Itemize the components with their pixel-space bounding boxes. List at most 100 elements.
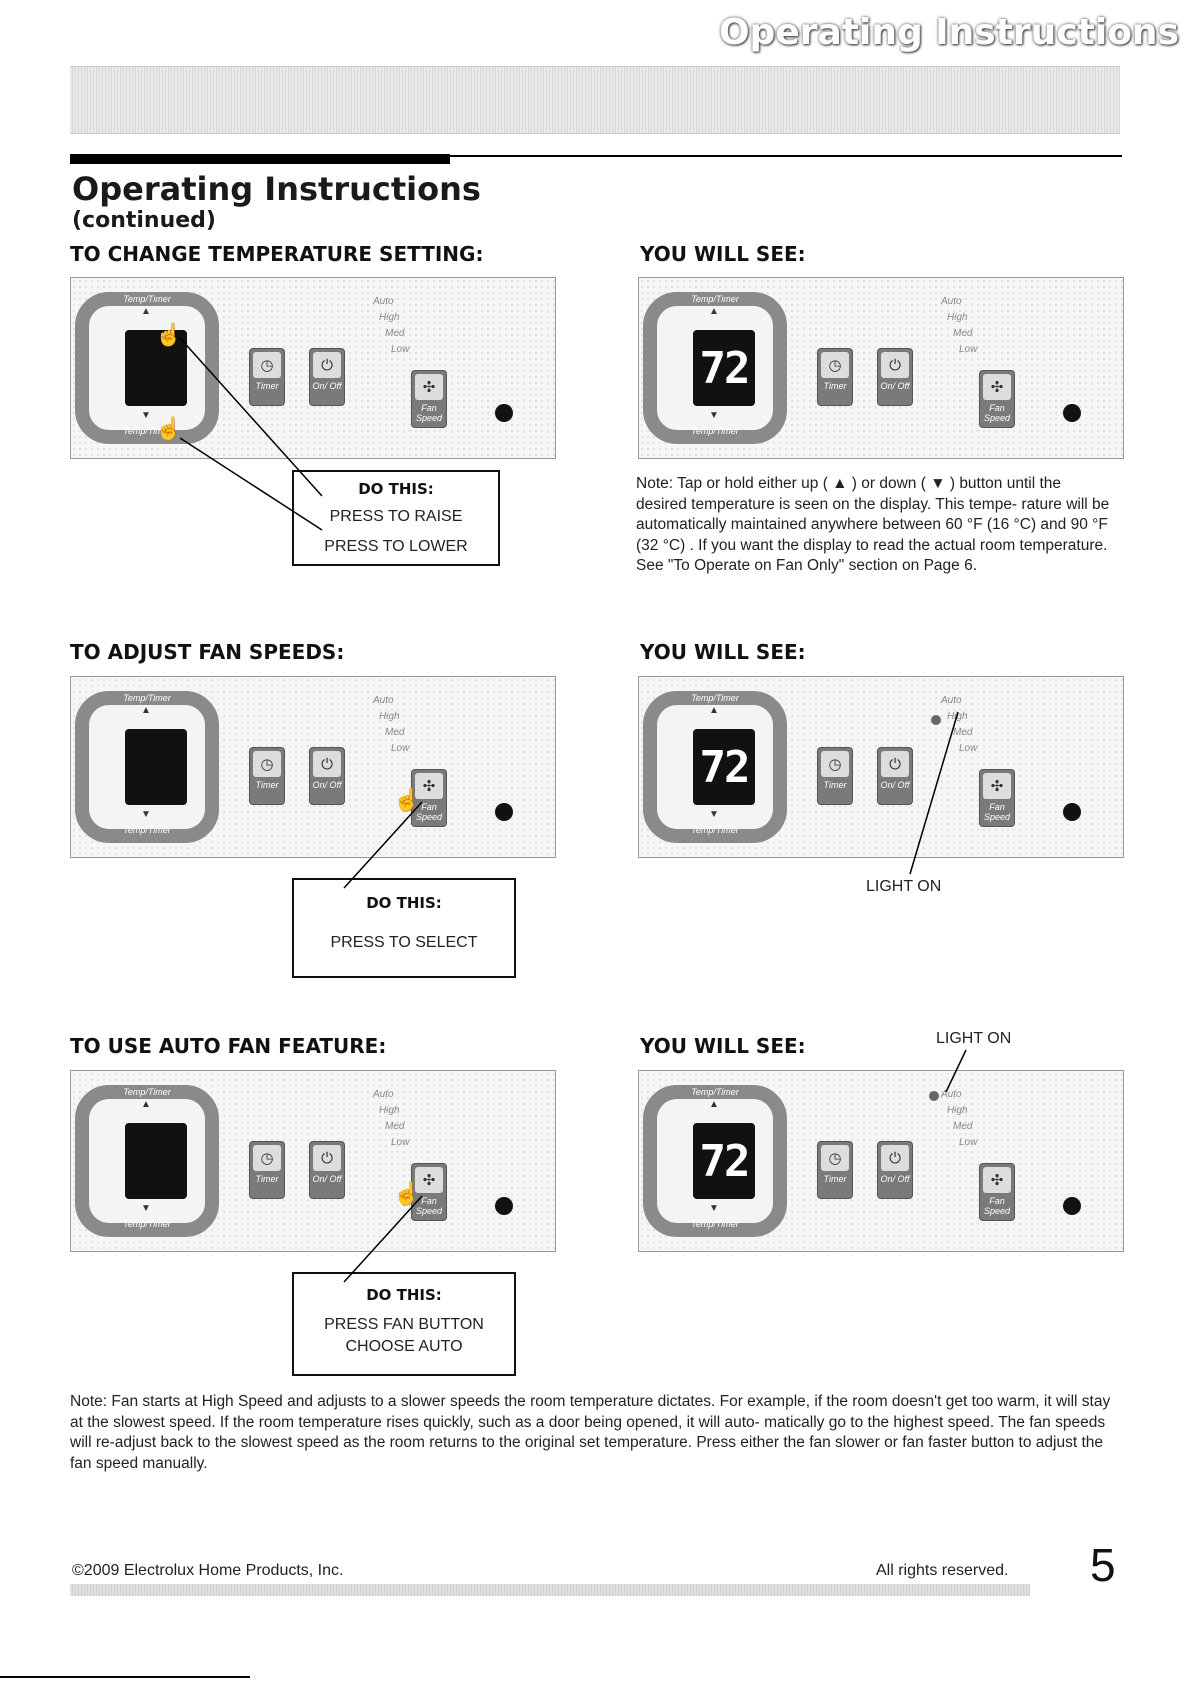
down-arrow-icon[interactable]: ▼ bbox=[709, 1203, 719, 1214]
speed-low: Low bbox=[391, 743, 410, 754]
fan-speed-button[interactable]: ✣Fan Speed bbox=[979, 769, 1015, 827]
footer-copyright: ©2009 Electrolux Home Products, Inc. bbox=[72, 1562, 344, 1579]
timer-button[interactable]: ◷Timer bbox=[817, 747, 853, 805]
speed-low: Low bbox=[391, 344, 410, 355]
auto-speed-light bbox=[929, 1091, 939, 1101]
timer-button[interactable]: ◷ Timer bbox=[249, 348, 285, 406]
timer-label: Timer bbox=[823, 1174, 847, 1184]
fan-icon: ✣ bbox=[415, 773, 443, 799]
speed-indicators: Auto High Med Low bbox=[941, 1087, 977, 1151]
temp-timer-label-bottom: Temp/Timer bbox=[691, 1219, 739, 1229]
fan-icon: ✣ bbox=[983, 1167, 1011, 1193]
temperature-note: Note: Tap or hold either up ( ▲ ) or dow… bbox=[636, 475, 1110, 574]
fan-speed-button[interactable]: ✣Fan Speed bbox=[411, 769, 447, 827]
power-led bbox=[1063, 803, 1081, 821]
temp-timer-label-top: Temp/Timer bbox=[691, 294, 739, 304]
temp-timer-label-top: Temp/Timer bbox=[691, 1087, 739, 1097]
up-arrow-icon[interactable]: ▲ bbox=[709, 705, 719, 716]
temp-timer-label-bottom: Temp/Timer bbox=[123, 825, 171, 835]
speed-indicators: Auto High Med Low bbox=[373, 693, 409, 757]
timer-button[interactable]: ◷ Timer bbox=[817, 1141, 853, 1199]
timer-button[interactable]: ◷Timer bbox=[817, 348, 853, 406]
power-led bbox=[495, 1197, 513, 1215]
power-icon: ⏻ bbox=[881, 751, 909, 777]
title-rule-thin bbox=[450, 155, 1122, 157]
pointing-hand-icon: ☝ bbox=[155, 322, 183, 347]
clock-icon: ◷ bbox=[253, 352, 281, 378]
fan-icon: ✣ bbox=[415, 374, 443, 400]
speed-med: Med bbox=[953, 1121, 973, 1132]
fan-speed-button[interactable]: ✣Fan Speed bbox=[411, 370, 447, 428]
clock-icon: ◷ bbox=[253, 1145, 281, 1171]
up-arrow-icon[interactable]: ▲ bbox=[709, 1099, 719, 1110]
speed-high: High bbox=[947, 1105, 968, 1116]
speed-indicators: Auto High Med Low bbox=[941, 294, 977, 358]
up-arrow-icon[interactable]: ▲ bbox=[141, 306, 151, 317]
up-arrow-icon[interactable]: ▲ bbox=[709, 306, 719, 317]
fan-speed-button[interactable]: ✣Fan Speed bbox=[979, 370, 1015, 428]
fan-speed-button[interactable]: ✣Fan Speed bbox=[411, 1163, 447, 1221]
on-off-label: On/ Off bbox=[312, 381, 342, 391]
speed-low: Low bbox=[959, 1137, 978, 1148]
leader-line-light-auto bbox=[945, 1049, 967, 1093]
display-screen bbox=[125, 1123, 187, 1199]
timer-button[interactable]: ◷Timer bbox=[249, 1141, 285, 1199]
fan-speed-label: Fan Speed bbox=[415, 1196, 443, 1216]
down-arrow-icon[interactable]: ▼ bbox=[141, 809, 151, 820]
timer-label: Timer bbox=[823, 381, 847, 391]
clock-icon: ◷ bbox=[821, 1145, 849, 1171]
display-value: 72 bbox=[699, 1135, 751, 1187]
callout-title: DO THIS: bbox=[366, 1286, 442, 1304]
fan-icon: ✣ bbox=[983, 773, 1011, 799]
temp-timer-label-bottom: Temp/Timer bbox=[691, 426, 739, 436]
leader-line-raise bbox=[179, 337, 323, 497]
do-this-callout-temperature: DO THIS: PRESS TO RAISE PRESS TO LOWER bbox=[292, 470, 500, 566]
down-arrow-icon[interactable]: ▼ bbox=[709, 809, 719, 820]
speed-auto: Auto bbox=[941, 296, 962, 307]
see-heading-fan-speeds: YOU WILL SEE: bbox=[640, 640, 806, 664]
speed-indicators: Auto High Med Low bbox=[373, 1087, 409, 1151]
do-this-callout-auto-fan: DO THIS: PRESS FAN BUTTON CHOOSE AUTO bbox=[292, 1272, 516, 1376]
power-led bbox=[1063, 404, 1081, 422]
section-heading-fan-speeds: TO ADJUST FAN SPEEDS: bbox=[70, 640, 345, 664]
temp-timer-label-bottom: Temp/Timer bbox=[123, 1219, 171, 1229]
down-arrow-icon[interactable]: ▼ bbox=[141, 410, 151, 421]
see-heading-auto-fan: YOU WILL SEE: bbox=[640, 1034, 806, 1058]
down-arrow-icon[interactable]: ▼ bbox=[709, 410, 719, 421]
up-arrow-icon[interactable]: ▲ bbox=[141, 705, 151, 716]
speed-high: High bbox=[379, 711, 400, 722]
see-heading-temperature: YOU WILL SEE: bbox=[640, 242, 806, 266]
callout-line-choose-auto: CHOOSE AUTO bbox=[345, 1338, 463, 1355]
fan-speed-button[interactable]: ✣ Fan Speed bbox=[979, 1163, 1015, 1221]
callout-line-lower: PRESS TO LOWER bbox=[324, 538, 468, 555]
control-panel-temp-do: Temp/Timer Temp/Timer ▲ ▼ ◷Timer ⏻On/ Of… bbox=[70, 277, 556, 459]
on-off-button[interactable]: ⏻On/ Off bbox=[309, 1141, 345, 1199]
high-speed-light bbox=[931, 715, 941, 725]
bottom-rule bbox=[0, 1676, 250, 1678]
fan-speed-label: Fan Speed bbox=[983, 1196, 1011, 1216]
control-panel-fan-do: Temp/Timer Temp/Timer ▲ ▼ ◷Timer ⏻On/ Of… bbox=[70, 676, 556, 858]
fan-speed-label: Fan Speed bbox=[983, 403, 1011, 423]
callout-line-select: PRESS TO SELECT bbox=[330, 934, 478, 951]
on-off-button[interactable]: ⏻On/ Off bbox=[877, 1141, 913, 1199]
on-off-button[interactable]: ⏻On/ Off bbox=[309, 348, 345, 406]
callout-title: DO THIS: bbox=[366, 894, 442, 912]
temp-timer-label-top: Temp/Timer bbox=[691, 693, 739, 703]
speed-auto: Auto bbox=[373, 1089, 394, 1100]
down-arrow-icon[interactable]: ▼ bbox=[141, 1203, 151, 1214]
on-off-button[interactable]: ⏻On/ Off bbox=[309, 747, 345, 805]
speed-high: High bbox=[947, 312, 968, 323]
display-screen bbox=[125, 729, 187, 805]
up-arrow-icon[interactable]: ▲ bbox=[141, 1099, 151, 1110]
on-off-button[interactable]: ⏻On/ Off bbox=[877, 348, 913, 406]
page-title: Operating Instructions bbox=[72, 170, 481, 208]
timer-button[interactable]: ◷Timer bbox=[249, 747, 285, 805]
control-panel-temp-see: Temp/Timer Temp/Timer ▲ ▼ 72 ◷Timer ⏻On/… bbox=[638, 277, 1124, 459]
speed-med: Med bbox=[953, 727, 973, 738]
timer-label: Timer bbox=[255, 381, 279, 391]
page-number: 5 bbox=[1090, 1539, 1116, 1591]
banner-title: Operating Instructions bbox=[718, 12, 1179, 53]
on-off-button[interactable]: ⏻On/ Off bbox=[877, 747, 913, 805]
callout-title: DO THIS: bbox=[358, 480, 434, 498]
